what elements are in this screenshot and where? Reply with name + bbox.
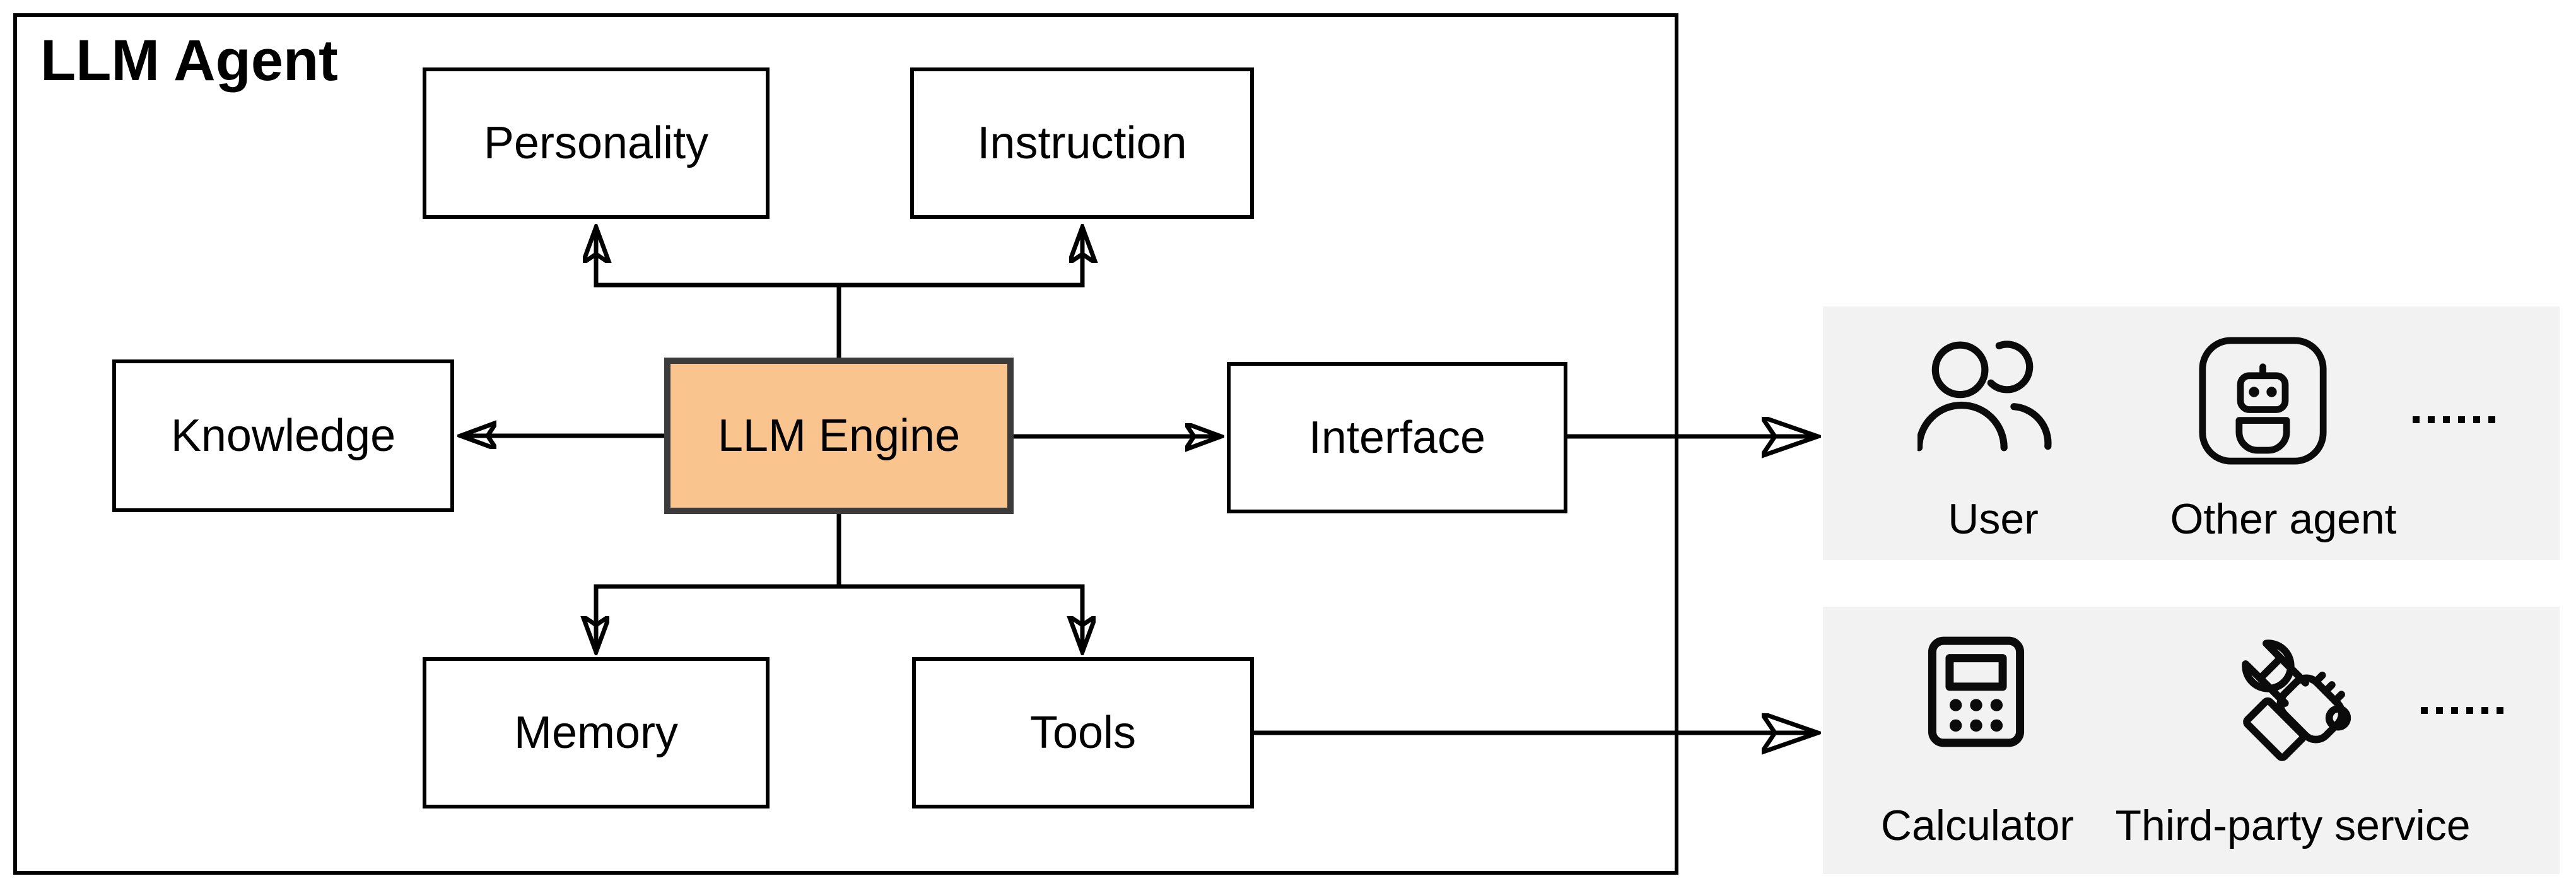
interface-node: Interface bbox=[1227, 362, 1567, 513]
robot-agent-icon bbox=[2199, 337, 2327, 465]
other-agent-label: Other agent bbox=[2170, 495, 2397, 543]
knowledge-node: Knowledge bbox=[112, 359, 454, 512]
user-label: User bbox=[1948, 495, 2039, 543]
personality-label: Personality bbox=[483, 118, 709, 168]
users-icon bbox=[1917, 341, 2052, 452]
tools-label: Tools bbox=[1029, 708, 1137, 758]
memory-node: Memory bbox=[423, 657, 770, 808]
arrow-engine-to-personality bbox=[596, 227, 841, 358]
instruction-label: Instruction bbox=[977, 118, 1187, 168]
instruction-node: Instruction bbox=[910, 67, 1254, 219]
tool-targets-panel: Calculator Third-party service bbox=[1823, 607, 2560, 874]
calculator-label: Calculator bbox=[1880, 802, 2075, 849]
llm-engine-node: LLM Engine bbox=[664, 358, 1014, 514]
arrow-engine-to-tools bbox=[839, 584, 1082, 652]
interface-label: Interface bbox=[1308, 412, 1486, 463]
third-party-service-label: Third-party service bbox=[2115, 802, 2471, 849]
wrench-hand-icon bbox=[2242, 639, 2351, 761]
arrow-engine-to-memory bbox=[596, 514, 841, 652]
tools-node: Tools bbox=[912, 657, 1254, 808]
llm-engine-label: LLM Engine bbox=[717, 411, 961, 461]
calculator-icon bbox=[1928, 636, 2025, 747]
memory-label: Memory bbox=[513, 708, 678, 758]
arrow-engine-to-instruction bbox=[839, 227, 1082, 288]
llm-agent-container-box bbox=[13, 13, 1678, 875]
ellipsis-dots bbox=[2421, 707, 2503, 714]
knowledge-label: Knowledge bbox=[170, 411, 396, 461]
ellipsis-dots bbox=[2413, 416, 2495, 423]
interface-targets-panel: User Other agent bbox=[1823, 306, 2560, 560]
llm-agent-title: LLM Agent bbox=[40, 28, 338, 93]
personality-node: Personality bbox=[423, 67, 770, 219]
